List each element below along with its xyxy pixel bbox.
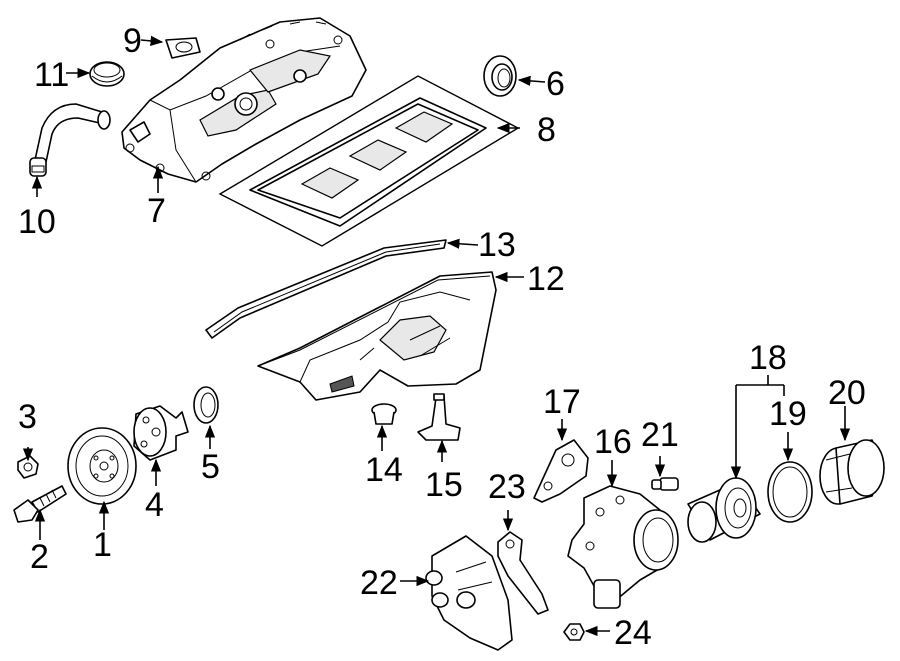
- part-16-oil-filter-housing: [567, 485, 679, 609]
- callout-24: 24: [614, 614, 652, 652]
- callout-18: 18: [749, 339, 787, 377]
- callout-19: 19: [769, 395, 807, 433]
- callout-14: 14: [365, 451, 403, 489]
- part-15-oil-level-sensor: [417, 393, 461, 441]
- callout-22: 22: [360, 564, 398, 602]
- part-23-bracket: [497, 531, 549, 615]
- callout-13: 13: [478, 226, 516, 264]
- callout-6: 6: [546, 65, 565, 103]
- part-4-hub: [133, 405, 189, 461]
- callout-23: 23: [488, 468, 526, 506]
- part-9-gasket-plate: [165, 37, 201, 59]
- callout-16: 16: [594, 423, 632, 461]
- part-2-long-bolt: [13, 485, 67, 523]
- part-7-valve-cover: [121, 17, 367, 183]
- callout-3: 3: [18, 398, 37, 436]
- part-5-seal: [193, 386, 219, 424]
- part-18-oil-filter: [687, 477, 761, 543]
- part-11-oil-filler-cap: [89, 61, 125, 87]
- part-10-breather-hose: [29, 103, 111, 177]
- callout-2: 2: [30, 538, 49, 576]
- part-19-o-ring: [767, 461, 813, 523]
- callout-9: 9: [123, 22, 142, 60]
- part-20-filter-cap: [819, 439, 885, 505]
- callout-numbers: 9 11 6 8 7 10 13 12 18 20 17 3 19 21 16 …: [18, 22, 866, 652]
- callout-12: 12: [527, 260, 565, 298]
- callout-15: 15: [425, 466, 463, 504]
- part-21-sender: [651, 477, 679, 491]
- callout-17: 17: [543, 383, 581, 421]
- callout-10: 10: [18, 203, 56, 241]
- callout-20: 20: [828, 374, 866, 412]
- part-12-oil-pan: [257, 271, 497, 401]
- part-24-plug: [563, 623, 585, 641]
- part-8-valve-cover-gasket: [218, 75, 520, 247]
- callout-11: 11: [34, 56, 69, 94]
- part-13-oil-pan-gasket: [205, 239, 447, 339]
- part-6-seal-ring: [483, 55, 517, 97]
- callout-8: 8: [537, 111, 556, 149]
- callout-4: 4: [145, 486, 164, 524]
- part-17-gasket: [533, 439, 589, 503]
- part-22-oil-cooler: [425, 535, 513, 651]
- leader-lines: [22, 35, 851, 637]
- callout-5: 5: [201, 448, 220, 486]
- part-14-grommet: [371, 403, 397, 425]
- callout-7: 7: [147, 192, 166, 230]
- callout-21: 21: [641, 416, 679, 454]
- part-1-pulley: [67, 427, 137, 505]
- callout-1: 1: [93, 526, 112, 564]
